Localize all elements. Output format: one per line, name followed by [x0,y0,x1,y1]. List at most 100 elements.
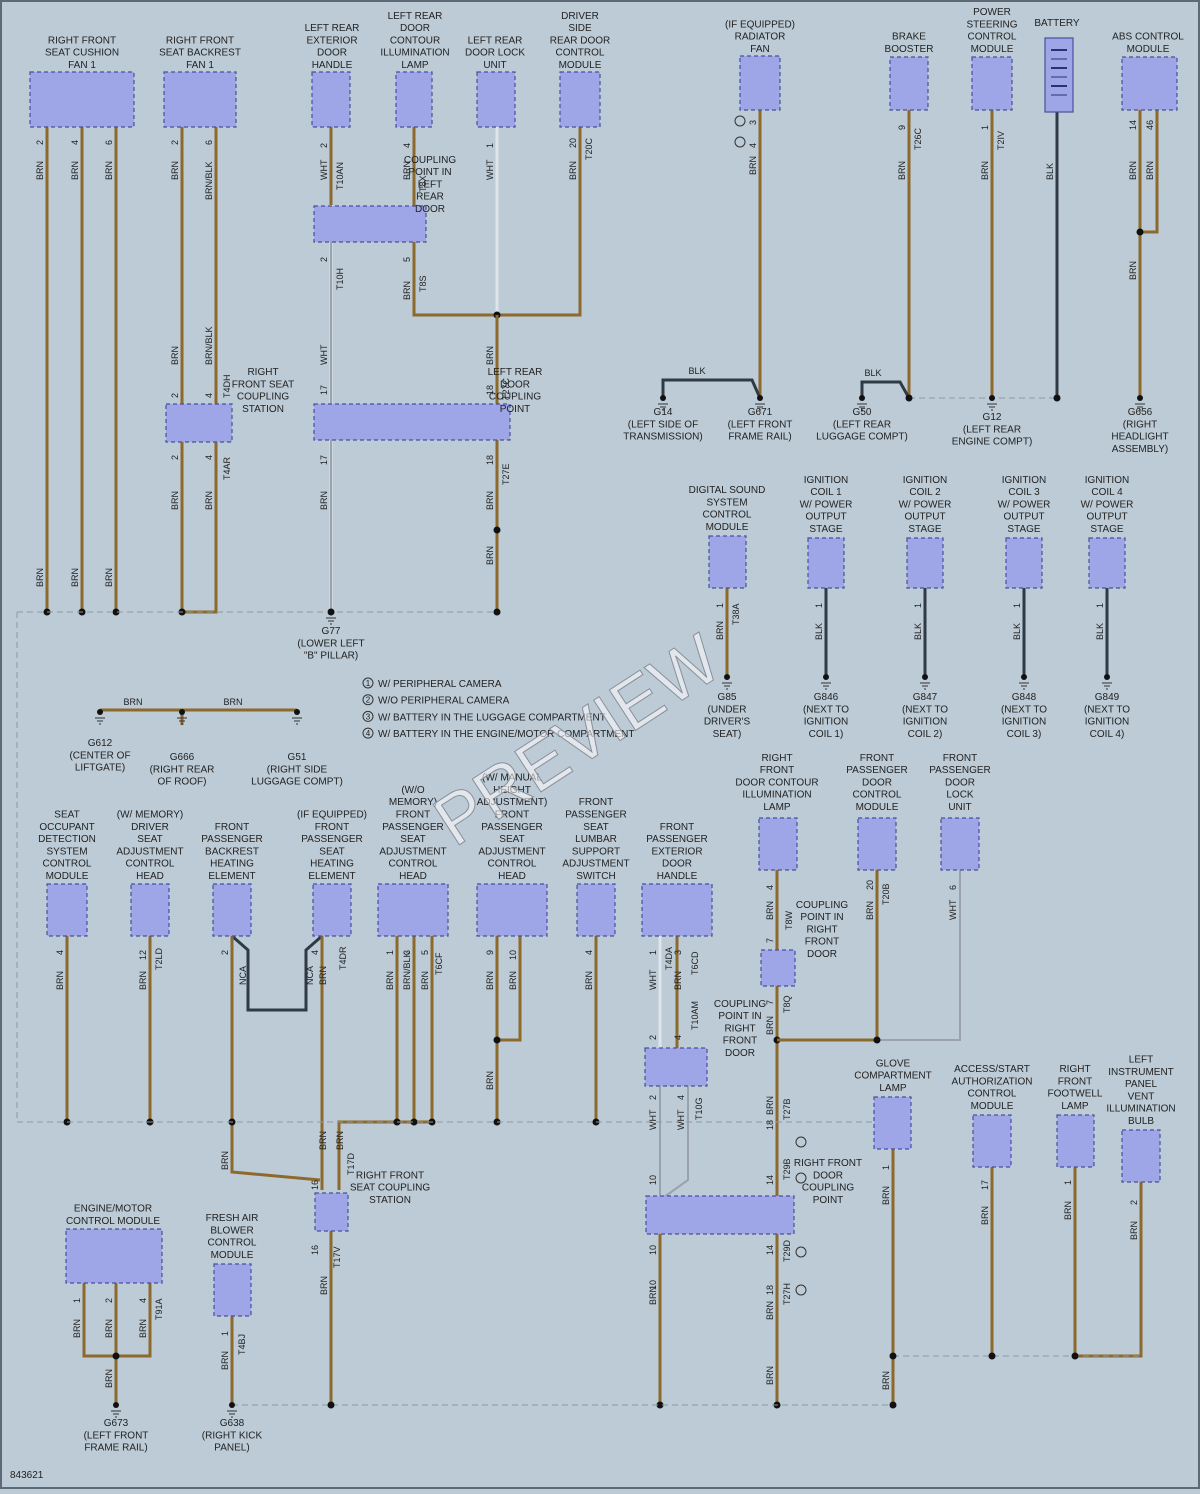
wire-color-label: BRN [1128,161,1138,180]
wire-color-label: NCA [238,966,248,985]
pin-number: 4 [70,140,80,145]
wire [1075,1182,1143,1358]
g612-label: (CENTER OF [69,750,130,761]
cp-right-front-door-b-label: FRONT [805,937,839,948]
ground-symbol [1019,682,1029,690]
pin-number: 18 [485,455,495,465]
rf-cushion-fan-box [29,71,135,128]
wire-color-label: BRN [318,966,328,985]
note-number-circle [362,710,374,722]
splice-dot [873,1036,881,1044]
pin-number: 1 [913,603,923,608]
wire-color-label: BRN [319,491,329,510]
pin-number: 2 [1129,1200,1139,1205]
ground-point [229,1402,235,1408]
lr-door-coupling-label: LEFT REAR [488,367,543,378]
g77-label: (LOWER LEFT [297,638,364,649]
coil3-label: IGNITION [1002,475,1046,486]
wire-color-label: BLK [913,623,923,640]
lr_contour_lamp-label: DOOR [400,23,430,34]
g848-label: COIL 3) [1007,729,1042,740]
fp_seat_heat-label: FRONT [315,822,349,833]
wire-color-label: BRN [485,491,495,510]
lr_contour_lamp-label: CONTOUR [390,35,440,46]
lr-door-coupling-label: COUPLING [489,392,541,403]
fp_backrest_heat-label: HEATING [210,859,254,870]
coil4-label: COIL 4 [1091,487,1123,498]
wire-color-label: BRN [765,1096,775,1115]
wire-color-label: BLK [1095,623,1105,640]
fp_ext_handle-label: EXTERIOR [651,846,702,857]
g671-label: G671 [748,407,773,418]
ground-point [724,674,730,680]
fp_backrest_heat-label: FRONT [215,822,249,833]
digital-sound-box [708,535,747,589]
g50-label: (LEFT REAR [833,419,891,430]
seat_occupant-label: CONTROL [43,859,92,870]
driver_seat_adj-label: DRIVER [131,822,169,833]
ground-symbol [920,682,930,690]
pin-number: 3 [402,950,412,955]
pin-number: 16 [310,1245,320,1255]
lip_vent_bulb-label: PANEL [1125,1079,1157,1090]
ground-point [660,395,666,401]
connector-id: T17V [332,1246,342,1268]
cp-right-front-door-a-box [644,1047,708,1087]
coil1-label: IGNITION [804,475,848,486]
fp_seat_heat-label: HEATING [310,859,354,870]
radiator-fan-box [739,55,781,111]
fp-seat-adj-womem-box [377,883,449,937]
pin-number: 1 [72,1298,82,1303]
pin-number: 1 [814,603,824,608]
g51-label: (RIGHT SIDE [267,764,328,775]
battery-label: BATTERY [1034,18,1080,29]
fresh_air-label: BLOWER [210,1225,253,1236]
lr_ext_handle-label: HANDLE [312,60,353,71]
rf-seat-coupling-bot-label: SEAT COUPLING [350,1183,430,1194]
fp_seat_adj_womem-label: SEAT [400,834,425,845]
coil4-label: OUTPUT [1086,512,1127,523]
note-marker [795,1246,807,1258]
connector-id: T4AR [222,456,232,480]
g848-label: IGNITION [1002,717,1046,728]
coil3-label: STAGE [1007,524,1040,535]
g673-label: (LEFT FRONT [84,1430,149,1441]
fp_seat_adj_manual-label: HEIGHT [493,785,531,796]
wire-color-label: BRN [865,901,875,920]
pin-number: 2 [319,257,329,262]
abs_module-label: MODULE [1127,44,1170,55]
wire-color-label: WHT [676,1109,686,1130]
lr-lock-unit-box [476,71,516,128]
g849-label: (NEXT TO [1084,704,1130,715]
note-text: W/O PERIPHERAL CAMERA [378,696,510,707]
connector-id: T27E [501,463,511,485]
g848-label: (NEXT TO [1001,704,1047,715]
fp_door_lock-label: DOOR [945,777,975,788]
fp_seat_heat-label: ELEMENT [308,871,355,882]
g51-label: LUGGAGE COMPT) [251,777,343,788]
ds_rear_door_module-label: DRIVER [561,11,599,22]
brake_booster-label: BRAKE [892,32,926,43]
pin-number: 17 [980,1180,990,1190]
fp-backrest-heat-box [212,883,252,937]
splice-dot [889,1401,897,1409]
wire-color-label: BRN [485,346,495,365]
g656-label: HEADLIGHT [1111,432,1168,443]
rf-seat-coupling-top-label: COUPLING [237,392,289,403]
pin-number: 5 [420,950,430,955]
ps_module-label: STEERING [966,19,1017,30]
pin-number: 1 [385,950,395,955]
g638-label: PANEL) [214,1443,249,1454]
splice-dot [1071,1352,1079,1360]
wire-color-label: WHT [648,969,658,990]
wire-color-label: BRN [485,971,495,990]
ground-symbol [987,403,997,411]
ground-point [859,395,865,401]
connector-id: T27B [782,1098,792,1120]
pin-number: 17 [319,455,329,465]
g85-label: SEAT) [713,729,742,740]
g846-label: IGNITION [804,717,848,728]
rf-door-coupling-point-box [645,1195,795,1235]
wire-color-label: BRN [765,901,775,920]
pin-number: 1 [881,1165,891,1170]
